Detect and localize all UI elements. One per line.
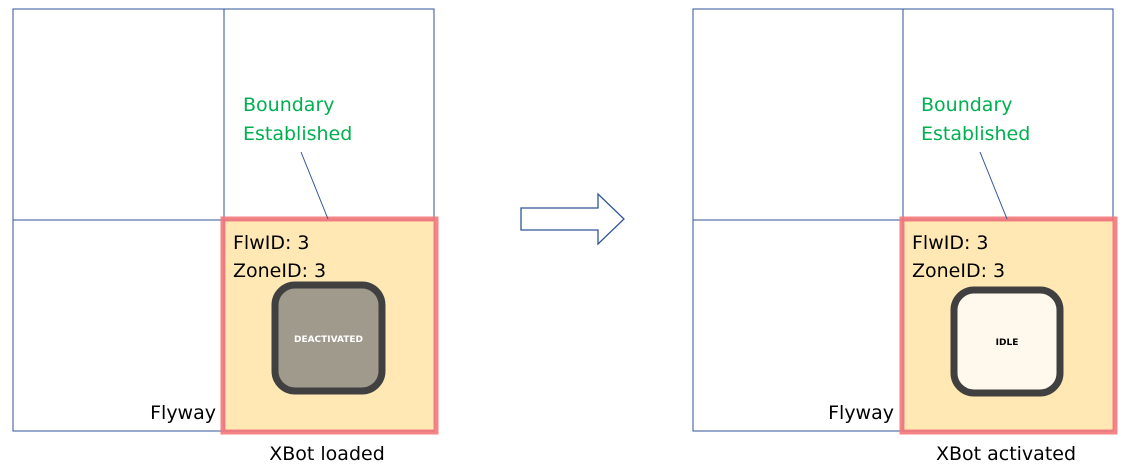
xbot-state-label: DEACTIVATED bbox=[294, 335, 363, 345]
zone-3-boundary bbox=[220, 216, 439, 435]
panel-caption: XBot activated bbox=[936, 443, 1076, 465]
panel-xbot-loaded: Boundary Established FlwID: 3 ZoneID: 3 … bbox=[12, 8, 439, 465]
boundary-label-line1: Boundary bbox=[921, 94, 1013, 116]
flow-id-label: FlwID: 3 bbox=[912, 232, 989, 254]
panel-xbot-activated: Boundary Established FlwID: 3 ZoneID: 3 … bbox=[692, 8, 1118, 465]
boundary-label-line2: Established bbox=[921, 123, 1030, 145]
xbot-deactivated: DEACTIVATED bbox=[271, 281, 386, 395]
zone-id-label: ZoneID: 3 bbox=[233, 260, 326, 282]
flyway-label: Flyway bbox=[150, 402, 216, 424]
zone-3-boundary bbox=[899, 216, 1118, 435]
xbot-state-label: IDLE bbox=[996, 338, 1019, 348]
xbot-idle: IDLE bbox=[950, 286, 1064, 397]
boundary-callout-line bbox=[979, 151, 1008, 220]
boundary-label-line2: Established bbox=[243, 123, 352, 145]
panel-caption: XBot loaded bbox=[269, 443, 385, 465]
right-arrow-outline-icon bbox=[520, 192, 625, 246]
flyway-label: Flyway bbox=[828, 402, 894, 424]
boundary-label-line1: Boundary bbox=[243, 94, 335, 116]
boundary-callout-line bbox=[300, 151, 329, 220]
flow-id-label: FlwID: 3 bbox=[233, 232, 310, 254]
zone-id-label: ZoneID: 3 bbox=[912, 260, 1005, 282]
